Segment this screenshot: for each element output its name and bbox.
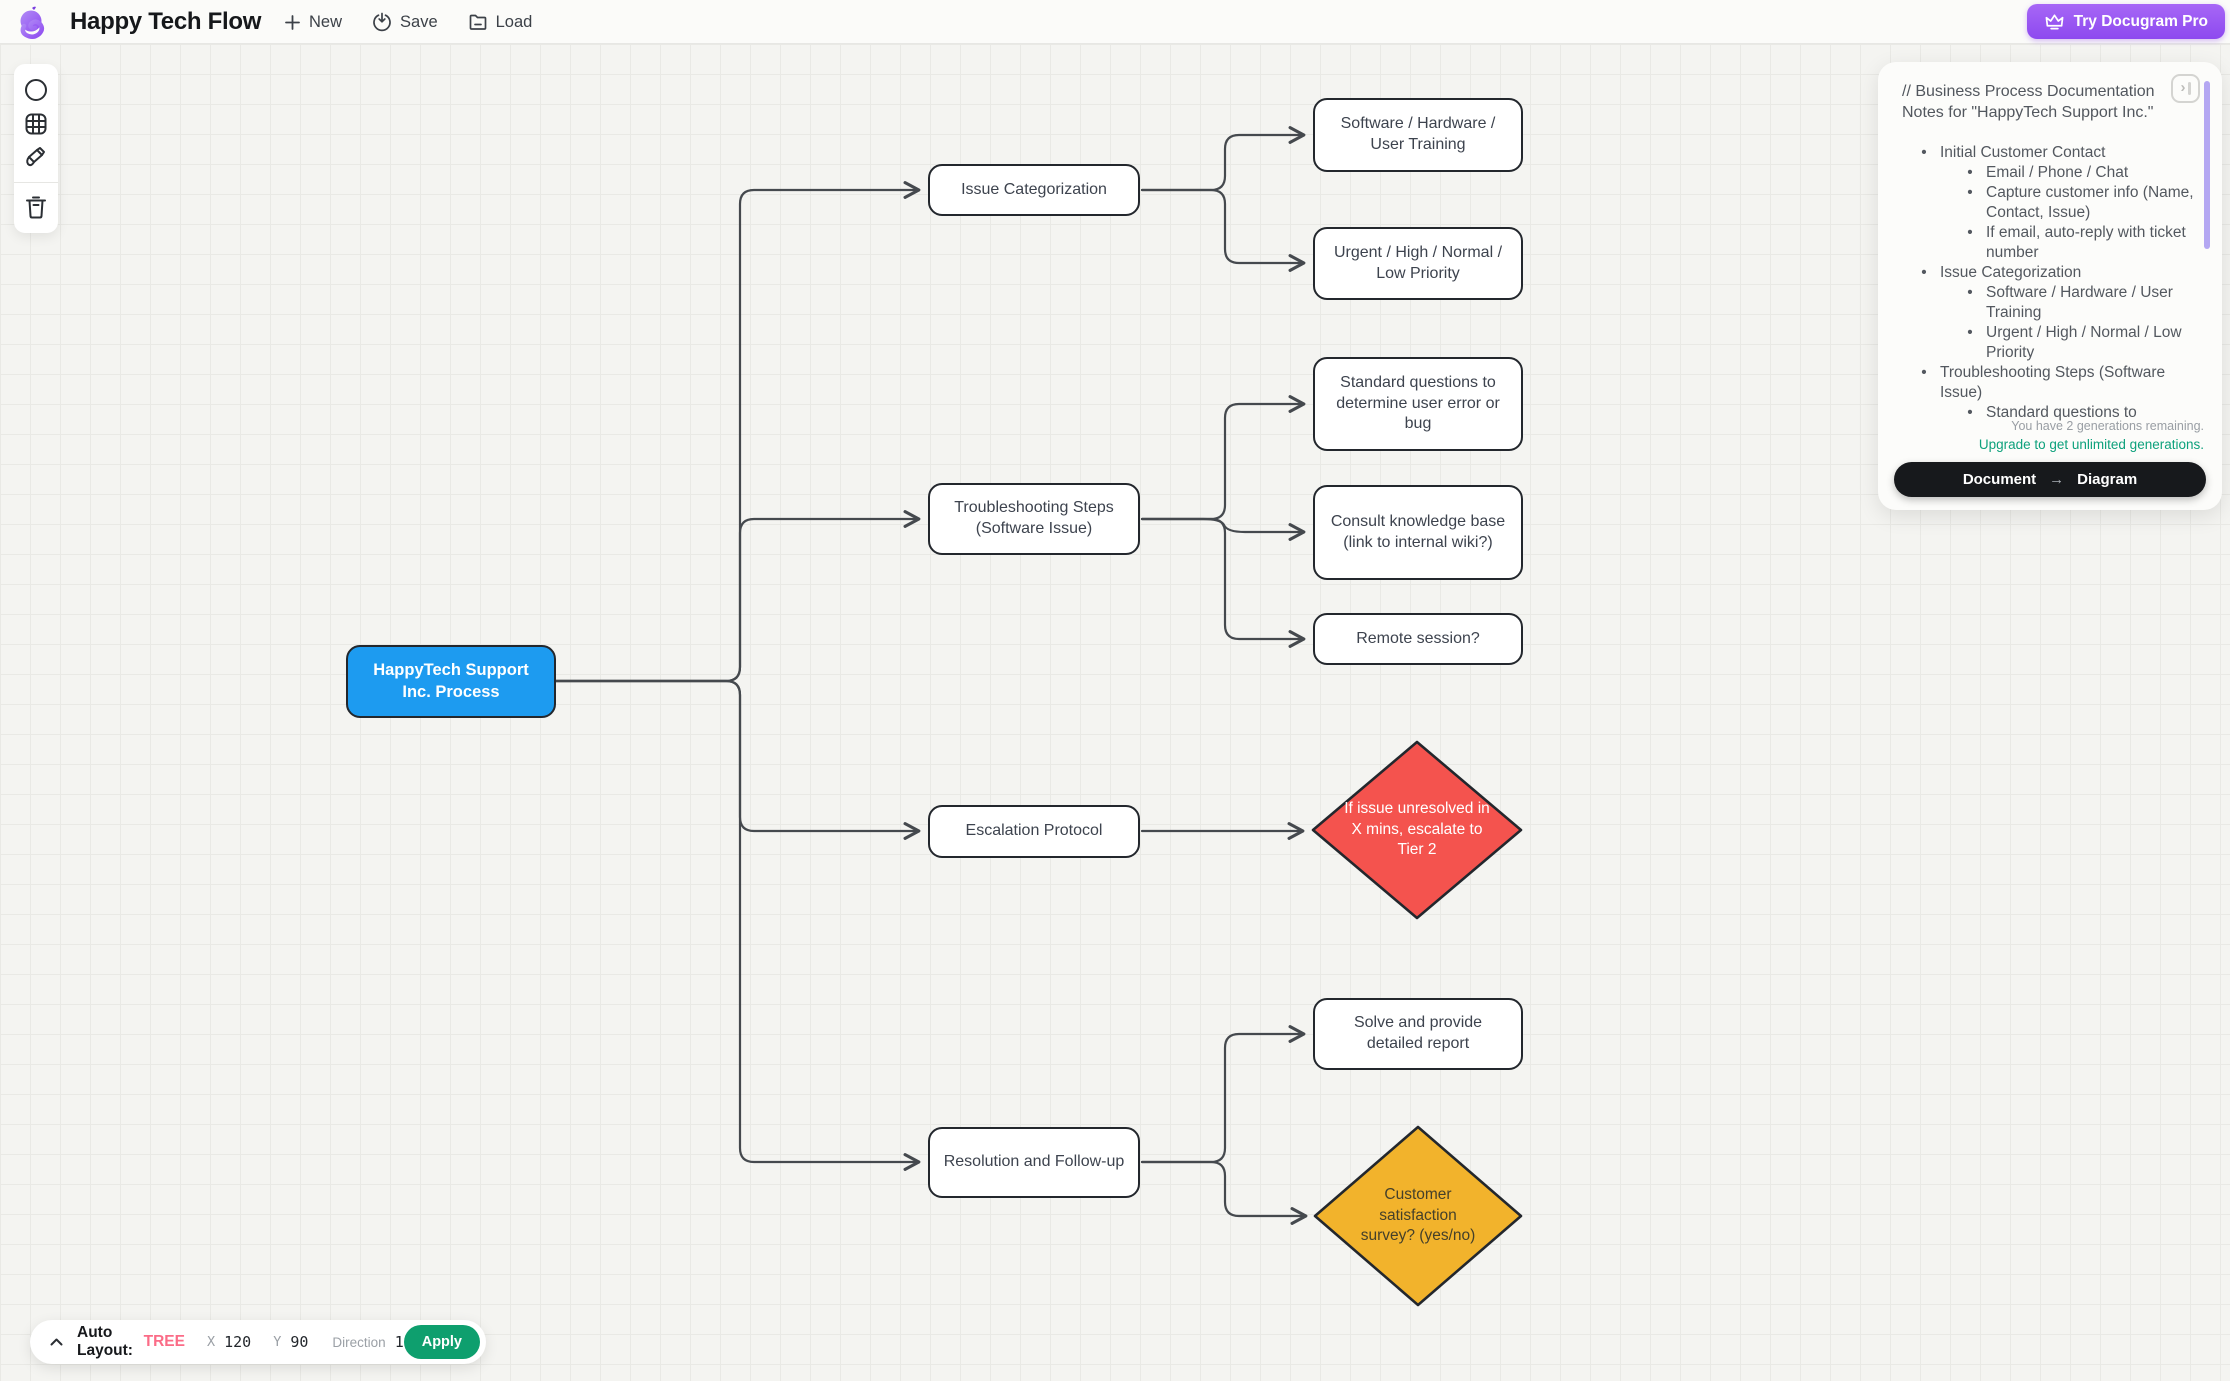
trash-tool-icon[interactable]: [19, 190, 53, 224]
apply-button[interactable]: Apply: [403, 1325, 480, 1359]
new-button[interactable]: New: [284, 13, 342, 32]
diagram-node-consult-knowledge-base[interactable]: Consult knowledge base (link to internal…: [1313, 485, 1523, 580]
layout-mode-value[interactable]: TREE: [143, 1333, 185, 1350]
panel-bullet: •Standard questions to determine: [1967, 404, 2137, 421]
diamond-label: If issue unresolved in X mins, escalate …: [1344, 800, 1490, 859]
brush-tool-icon[interactable]: [19, 141, 53, 175]
circle-tool-icon[interactable]: [19, 73, 53, 107]
x-spacing-value[interactable]: 120: [224, 1333, 252, 1351]
diagram-node-issue-categorization[interactable]: Issue Categorization: [928, 164, 1140, 216]
convert-to-label: Diagram: [2077, 471, 2138, 488]
top-bar: Happy Tech Flow New Save Load: [0, 0, 2230, 44]
app-title: Happy Tech Flow: [70, 8, 262, 35]
save-label: Save: [400, 12, 438, 31]
panel-scrollbar[interactable]: [2204, 81, 2210, 249]
x-spacing-label: X: [206, 1334, 216, 1350]
new-label: New: [309, 12, 343, 31]
chevron-right-icon: ›: [2180, 79, 2186, 96]
diagram-node-troubleshooting-steps[interactable]: Troubleshooting Steps (Software Issue): [928, 483, 1140, 555]
tool-palette: [14, 64, 58, 233]
auto-layout-label: Auto Layout:: [77, 1324, 133, 1359]
panel-bullet: •Software / Hardware / User Training: [1967, 284, 2173, 321]
panel-bullets: •Initial Customer Contact •Email / Phone …: [1902, 143, 2194, 422]
panel-bullet: •If email, auto-reply with ticket number: [1967, 224, 2186, 261]
diagram-node-root[interactable]: HappyTech Support Inc. Process: [346, 645, 556, 718]
panel-bullet: •Issue Categorization: [1921, 264, 2082, 281]
notes-title: // Business Process Documentation Notes …: [1902, 83, 2155, 121]
arrow-right-icon: →: [2049, 471, 2065, 488]
try-pro-button[interactable]: Try Docugram Pro: [2026, 4, 2225, 39]
upgrade-link[interactable]: Upgrade to get unlimited generations.: [1978, 437, 2204, 452]
direction-value[interactable]: 1: [394, 1333, 404, 1351]
folder-icon: [469, 14, 486, 30]
diagram-node-resolution-follow-up[interactable]: Resolution and Follow-up: [928, 1127, 1140, 1198]
diamond-label: Customer satisfaction survey? (yes/no): [1360, 1186, 1476, 1245]
direction-label: Direction: [332, 1334, 386, 1350]
save-icon: [373, 12, 391, 32]
diagram-node-satisfaction-survey[interactable]: Customer satisfaction survey? (yes/no): [1313, 1125, 1523, 1307]
panel-bullet: •Urgent / High / Normal / Low Priority: [1967, 324, 2182, 361]
crown-icon: [2045, 14, 2064, 30]
diagram-node-remote-session[interactable]: Remote session?: [1313, 613, 1523, 665]
panel-bullet: •Initial Customer Contact: [1921, 144, 2106, 161]
diagram-node-software-hardware-training[interactable]: Software / Hardware / User Training: [1313, 98, 1523, 172]
plus-icon: [285, 14, 300, 30]
panel-bullet: •Capture customer info (Name, Contact, I…: [1967, 184, 2194, 221]
collapse-bar-icon: [2187, 82, 2191, 95]
y-spacing-value[interactable]: 90: [290, 1333, 309, 1351]
auto-layout-bar: Auto Layout: TREE X 120 Y 90 Direction 1…: [30, 1320, 486, 1364]
chevron-up-icon[interactable]: [50, 1338, 63, 1346]
tools-divider: [14, 182, 58, 183]
app-logo-icon: [14, 4, 50, 40]
notes-panel: // Business Process Documentation Notes …: [1878, 62, 2222, 510]
panel-bullet: •Troubleshooting Steps (Software Issue): [1921, 364, 2166, 401]
diagram-node-priority-levels[interactable]: Urgent / High / Normal / Low Priority: [1313, 227, 1523, 300]
diagram-node-escalate-tier2[interactable]: If issue unresolved in X mins, escalate …: [1311, 740, 1523, 920]
load-button[interactable]: Load: [468, 12, 533, 32]
load-label: Load: [495, 12, 533, 31]
diagram-node-escalation-protocol[interactable]: Escalation Protocol: [928, 805, 1140, 858]
convert-from-label: Document: [1962, 471, 2037, 488]
generations-note: You have 2 generations remaining.: [2011, 419, 2204, 433]
collapse-panel-button[interactable]: ›: [2171, 74, 2200, 103]
diagram-node-solve-report[interactable]: Solve and provide detailed report: [1313, 998, 1523, 1070]
document-to-diagram-button[interactable]: Document → Diagram: [1894, 462, 2206, 497]
try-pro-label: Try Docugram Pro: [2073, 12, 2208, 30]
top-menu: New Save Load: [284, 0, 532, 44]
diagram-node-standard-questions[interactable]: Standard questions to determine user err…: [1313, 357, 1523, 451]
y-spacing-label: Y: [273, 1334, 282, 1350]
grid-tool-icon[interactable]: [19, 107, 53, 141]
save-button[interactable]: Save: [372, 12, 438, 32]
panel-bullet: •Email / Phone / Chat: [1967, 164, 2129, 181]
